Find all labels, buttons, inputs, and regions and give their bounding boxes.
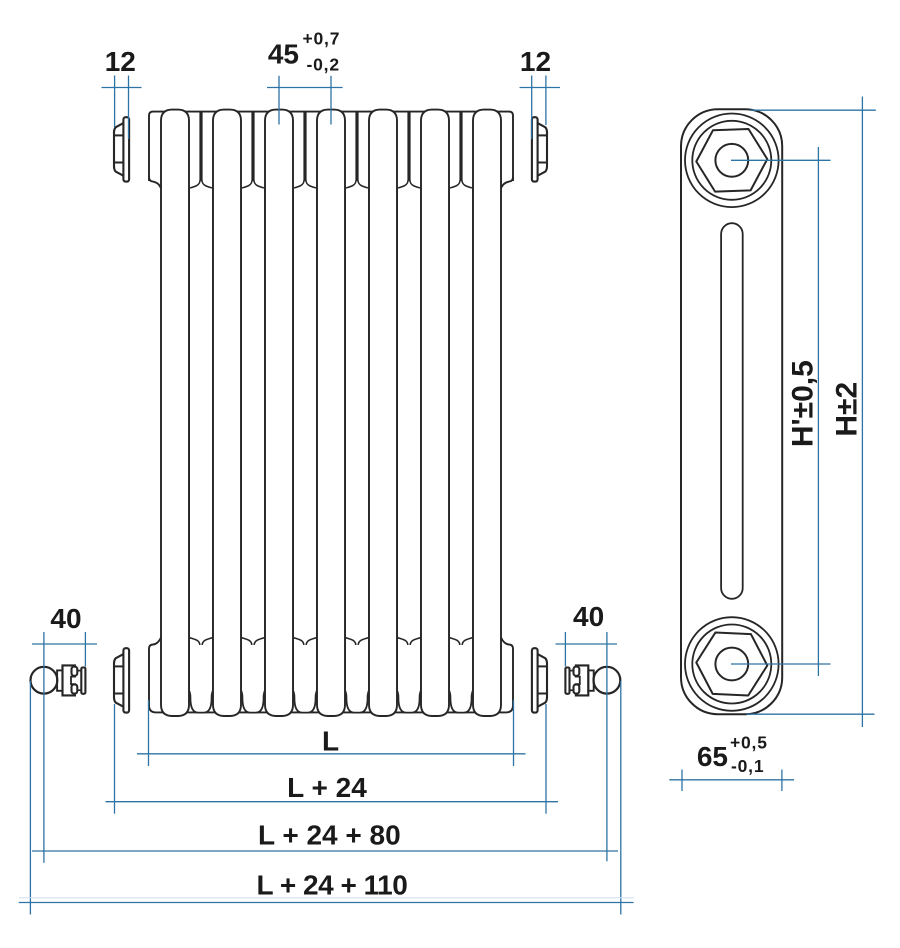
- svg-text:L: L: [322, 726, 339, 757]
- svg-text:65: 65: [697, 741, 728, 772]
- svg-text:40: 40: [50, 603, 81, 634]
- svg-text:+0,7: +0,7: [303, 29, 341, 49]
- svg-text:L + 24 + 80: L + 24 + 80: [258, 819, 401, 850]
- svg-text:-0,1: -0,1: [731, 756, 764, 776]
- svg-text:45: 45: [268, 38, 299, 69]
- svg-text:-0,2: -0,2: [307, 55, 340, 75]
- svg-text:L + 24 + 110: L + 24 + 110: [257, 870, 408, 901]
- svg-text:H'±0,5: H'±0,5: [787, 360, 820, 447]
- svg-text:H±2: H±2: [831, 382, 864, 437]
- svg-text:12: 12: [520, 46, 551, 77]
- svg-text:40: 40: [573, 601, 604, 632]
- svg-text:L + 24: L + 24: [287, 772, 367, 803]
- svg-text:12: 12: [105, 46, 136, 77]
- svg-text:+0,5: +0,5: [730, 733, 768, 753]
